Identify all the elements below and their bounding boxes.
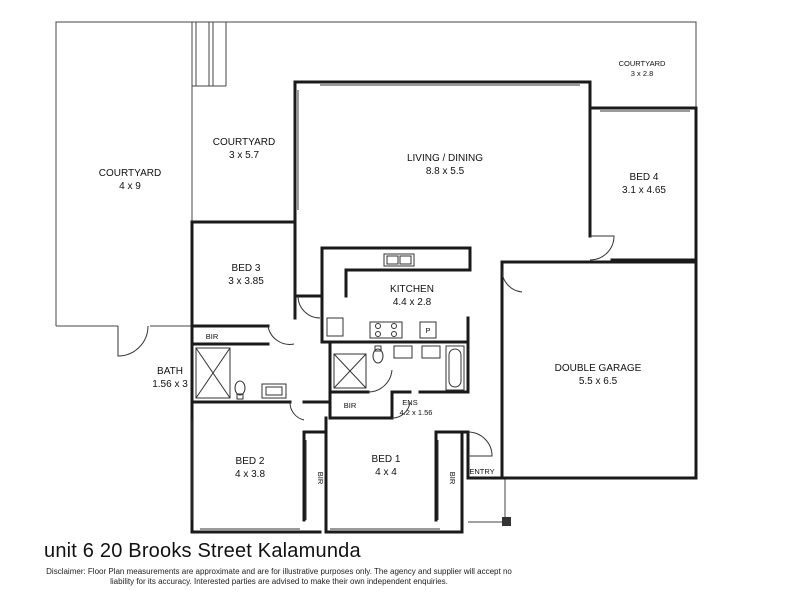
living-size: 8.8 x 5.5 [426, 166, 465, 177]
bed3-name: BED 3 [232, 263, 261, 274]
pantry-label: P [425, 326, 430, 335]
kitchen-size: 4.4 x 2.8 [393, 297, 432, 308]
exterior-walls [190, 80, 698, 534]
bir-ens-label: BIR [344, 401, 357, 410]
bath-fixtures [195, 347, 287, 400]
door-swings [117, 235, 615, 457]
bed4-size: 3.1 x 4.65 [622, 185, 666, 196]
bir-bed3-label: BIR [206, 332, 219, 341]
bath-size: 1.56 x 3 [152, 379, 188, 390]
ensuite-fixtures [333, 345, 465, 391]
courtyard-right-size: 3 x 2.8 [631, 69, 654, 78]
courtyard-left-name: COURTYARD [99, 168, 161, 179]
bath-name: BATH [157, 366, 183, 377]
bed4-name: BED 4 [630, 172, 659, 183]
entry-label: ENTRY [469, 467, 494, 476]
entry-post [502, 517, 511, 526]
courtyard-left-size: 4 x 9 [119, 181, 141, 192]
garage-size: 5.5 x 6.5 [579, 376, 618, 387]
ens-size: 4.2 x 1.56 [400, 408, 433, 417]
bed1-size: 4 x 4 [375, 467, 397, 478]
garage-name: DOUBLE GARAGE [555, 363, 642, 374]
disclaimer-text: Disclaimer: Floor Plan measurements are … [46, 567, 512, 586]
bed1-name: BED 1 [372, 454, 401, 465]
ens-name: ENS [402, 398, 417, 407]
interior-walls [190, 220, 472, 534]
property-title: unit 6 20 Brooks Street Kalamunda [44, 540, 361, 562]
bed3-size: 3 x 3.85 [228, 276, 264, 287]
living-name: LIVING / DINING [407, 153, 483, 164]
bir-bed2-label: BIR [316, 472, 325, 485]
bir-bed1-label: BIR [448, 472, 457, 485]
courtyard-mid-name: COURTYARD [213, 137, 275, 148]
bed2-name: BED 2 [236, 456, 265, 467]
bed2-size: 4 x 3.8 [235, 469, 265, 480]
windows [191, 84, 690, 530]
kitchen-fixtures [326, 253, 437, 339]
courtyard-right-name: COURTYARD [619, 59, 666, 68]
floor-plan: P COURTYARD 4 x 9 COURTYARD 3 x 5.7 COUR… [55, 21, 698, 534]
courtyard-boundaries [55, 21, 697, 523]
kitchen-name: KITCHEN [390, 284, 434, 295]
courtyard-mid-size: 3 x 5.7 [229, 150, 259, 161]
